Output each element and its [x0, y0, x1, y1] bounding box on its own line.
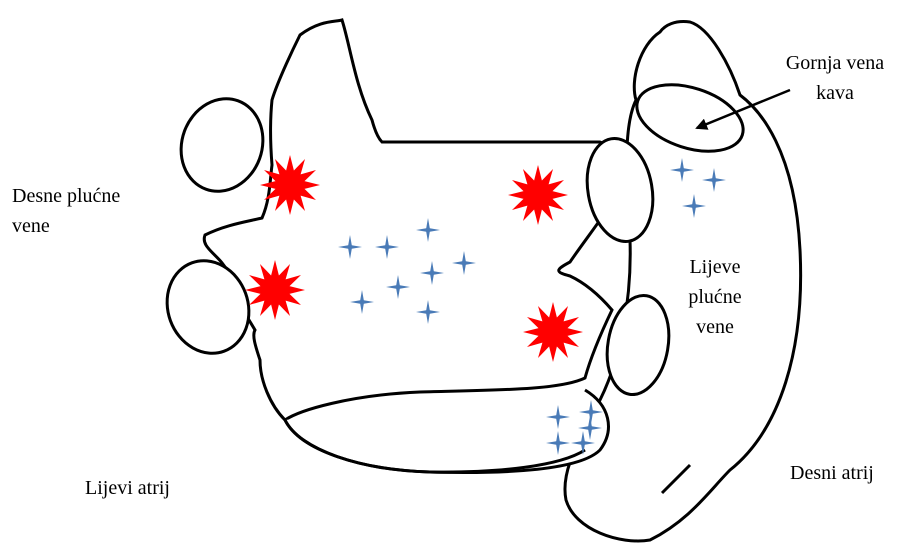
right-pulmonary-vein-upper	[168, 87, 275, 203]
label-superior-vena-cava-line1: Gornja vena	[770, 48, 900, 78]
label-left-atrium: Lijevi atrij	[85, 473, 170, 503]
label-right-pulmonary-veins-line1: Desne plućne	[12, 181, 120, 211]
left-atrium-outline	[204, 20, 620, 420]
label-right-pulmonary-veins-line2: vene	[12, 211, 120, 241]
label-superior-vena-cava: Gornja vena kava	[770, 48, 900, 108]
label-left-pulmonary-veins-line2: plućne	[660, 282, 770, 312]
label-left-pulmonary-veins-line3: vene	[660, 312, 770, 342]
label-superior-vena-cava-line2: kava	[770, 78, 900, 108]
label-left-pulmonary-veins: Lijeve plućne vene	[660, 252, 770, 342]
label-right-atrium: Desni atrij	[790, 458, 874, 488]
label-left-pulmonary-veins-line1: Lijeve	[660, 252, 770, 282]
label-right-pulmonary-veins: Desne plućne vene	[12, 181, 120, 241]
